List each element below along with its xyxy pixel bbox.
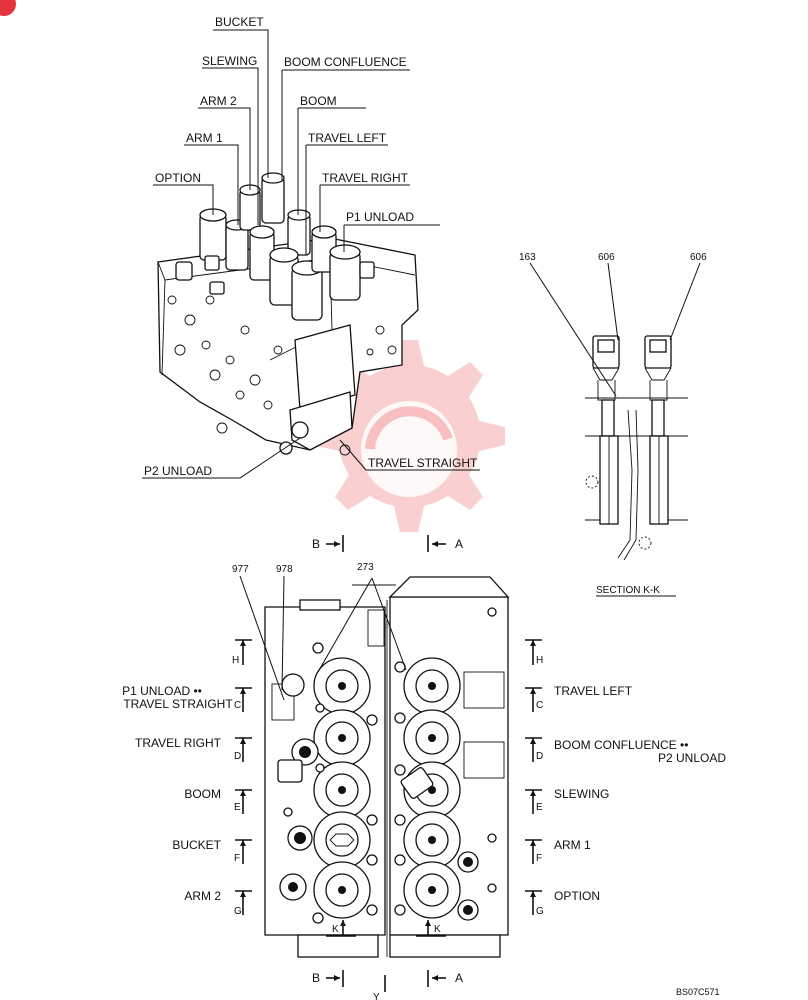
label-p2-unload: P2 UNLOAD [144,464,212,478]
spool-ports [277,607,497,924]
left-row-2-label: TRAVEL RIGHT [135,736,222,750]
left-row-3-label: BOOM [184,787,221,801]
left-row-1-letter: C [234,700,241,711]
drawing-code: BS07C571 [676,987,720,997]
front-valve-view: B A B A Y [122,535,726,1000]
label-travel-left: TRAVEL LEFT [308,131,387,145]
right-row-1-letter: C [536,700,543,711]
right-row-4-label: ARM 1 [554,838,591,852]
marker-a-top: A [455,537,463,551]
right-section-labels: TRAVEL LEFT C BOOM CONFLUENCE •• P2 UNLO… [525,684,726,917]
right-row-3-letter: E [536,802,543,813]
marker-k-left: K [332,924,339,935]
marker-h-left: H [232,655,239,666]
callout-978: 978 [276,564,293,575]
label-option: OPTION [155,171,201,185]
right-row-3-label: SLEWING [554,787,609,801]
callout-606-right: 606 [690,252,707,263]
corner-badge [0,0,16,16]
callout-977: 977 [232,564,249,575]
isometric-valve-view: BUCKET SLEWING ARM 2 ARM 1 OPTION P2 UNL… [142,15,480,479]
label-travel-right: TRAVEL RIGHT [322,171,409,185]
right-row-5-label: OPTION [554,889,600,903]
callout-606-left: 606 [598,252,615,263]
section-k-k: 163 606 606 SECTION K-K [519,252,707,597]
marker-h-right: H [536,655,543,666]
left-row-5-letter: G [234,906,242,917]
right-row-1-label: TRAVEL LEFT [554,684,633,698]
marker-b-bottom: B [312,971,320,985]
section-title: SECTION K-K [596,585,660,596]
label-boom: BOOM [300,94,337,108]
marker-a-bottom: A [455,971,463,985]
left-row-3-letter: E [234,802,241,813]
label-bucket: BUCKET [215,15,264,29]
right-row-4-letter: F [536,853,542,864]
label-arm2: ARM 2 [200,94,237,108]
left-row-4-letter: F [234,853,240,864]
left-row-4-label: BUCKET [172,838,221,852]
label-slewing: SLEWING [202,54,257,68]
left-section-labels: P1 UNLOAD •• TRAVEL STRAIGHT C TRAVEL RI… [122,684,252,917]
marker-y: Y [373,992,380,1000]
left-row-5-label: ARM 2 [184,889,221,903]
right-row-5-letter: G [536,906,544,917]
right-row-2-letter: D [536,751,543,762]
left-row-1-label: P1 UNLOAD •• [122,684,202,698]
label-boom-confluence: BOOM CONFLUENCE [284,55,407,69]
right-row-2-label: BOOM CONFLUENCE •• [554,738,688,752]
marker-b-top: B [312,537,320,551]
label-arm1: ARM 1 [186,131,223,145]
right-row-2-label2: P2 UNLOAD [658,751,726,765]
callout-273: 273 [357,562,374,573]
marker-k-right: K [434,924,441,935]
callout-163: 163 [519,252,536,263]
left-row-1-label2: TRAVEL STRAIGHT [123,697,233,711]
label-p1-unload: P1 UNLOAD [346,210,414,224]
label-travel-straight: TRAVEL STRAIGHT [368,456,478,470]
solenoid-row [175,172,375,321]
left-row-2-letter: D [234,751,241,762]
